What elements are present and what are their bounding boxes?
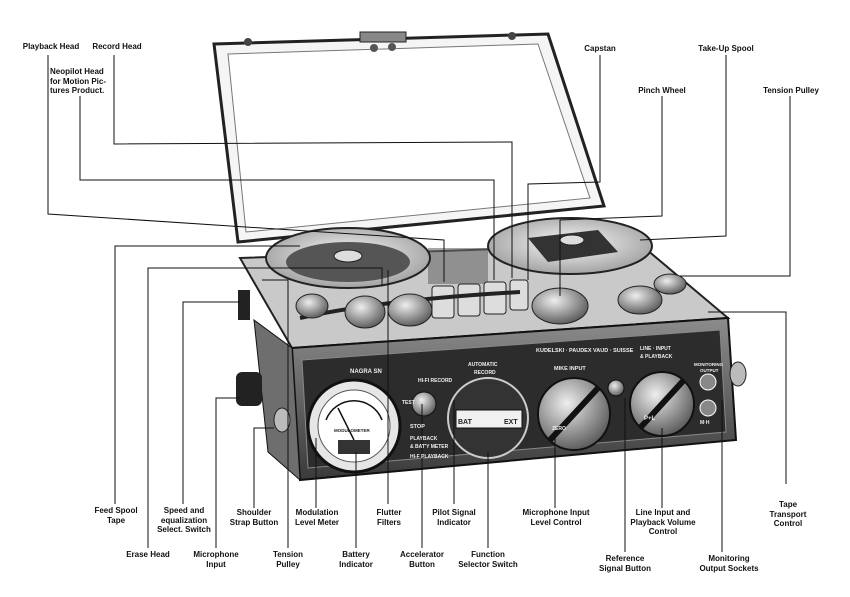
label-mic-level-control: Microphone Input Level Control — [522, 508, 590, 527]
label-erase-head: Erase Head — [126, 550, 170, 559]
panel-automatic-record: AUTOMATIC — [468, 362, 498, 368]
label-line-input-volume: Line Input and Playback Volume Control — [630, 508, 696, 536]
panel-bat-meter: & BAT'Y METER — [410, 444, 449, 450]
label-take-up-spool: Take-Up Spool — [698, 44, 754, 53]
head-block — [431, 279, 529, 319]
panel-hifi-record: HI-FI RECORD — [418, 378, 453, 384]
panel-line-input: LINE · INPUT — [640, 346, 671, 352]
label-pilot-signal: Pilot Signal Indicator — [432, 508, 476, 527]
label-capstan: Capstan — [584, 44, 616, 53]
label-shoulder-strap: Shoulder Strap Button — [229, 508, 279, 527]
panel-pl: P+L — [644, 416, 656, 422]
label-playback-head: Playback Head — [22, 42, 80, 51]
leader-lines — [47, 55, 791, 552]
lid — [212, 31, 607, 244]
capstan-pinch — [295, 273, 687, 329]
panel-bat: BAT — [458, 419, 473, 426]
panel-hifi-playback: HI-F PLAYBACK — [410, 454, 449, 460]
panel-output: OUTPUT — [700, 368, 719, 373]
label-accelerator-button: Accelerator Button — [399, 550, 445, 569]
line-knob — [629, 371, 695, 437]
label-record-head: Record Head — [92, 42, 142, 51]
panel-brand: NAGRA SN — [350, 369, 382, 375]
label-microphone-input: Microphone Input — [193, 550, 239, 569]
label-tape-transport: Tape Transport Control — [769, 500, 807, 528]
feed-reel — [265, 227, 431, 289]
panel-mike-input: MIKE INPUT — [554, 366, 586, 372]
label-function-selector: Function Selector Switch — [458, 550, 518, 569]
panel-monitoring: MONITORING — [694, 362, 724, 367]
panel-stop: STOP — [410, 424, 425, 430]
panel-automatic-record-2: RECORD — [474, 370, 496, 376]
label-tension-pulley-right: Tension Pulley — [763, 86, 819, 95]
panel-modulometer: MODULOMETER — [334, 428, 370, 433]
label-monitoring-output: Monitoring Output Sockets — [699, 554, 759, 573]
modulation-meter — [306, 378, 402, 474]
panel-mh: M·H — [700, 420, 710, 426]
label-battery-indicator: Battery Indicator — [339, 550, 373, 569]
panel-texts: NAGRA SN KUDELSKI · PAUDEX VAUD · SUISSE… — [334, 346, 724, 460]
label-speed-switch: Speed and equalization Select. Switch — [157, 506, 211, 534]
label-flutter-filters: Flutter Filters — [376, 508, 402, 527]
label-reference-signal: Reference Signal Button — [599, 554, 651, 573]
panel-test: TEST — [402, 400, 415, 406]
panel-playback-meter: PLAYBACK — [410, 436, 438, 442]
panel-playback: & PLAYBACK — [640, 354, 673, 360]
function-selector — [411, 377, 529, 459]
take-up-reel — [487, 217, 653, 275]
panel-zero: ZERO — [552, 426, 566, 432]
mic-knob — [537, 377, 625, 451]
panel-ext: EXT — [504, 419, 518, 426]
panel-maker: KUDELSKI · PAUDEX VAUD · SUISSE — [536, 348, 634, 354]
label-neopilot-head: Neopilot Head for Motion Pic- tures Prod… — [50, 67, 106, 95]
label-feed-spool: Feed Spool Tape — [94, 506, 138, 525]
label-pinch-wheel: Pinch Wheel — [638, 86, 686, 95]
monitoring-sockets — [699, 373, 717, 417]
label-tension-pulley-left: Tension Pulley — [272, 550, 304, 569]
label-modulation-meter: Modulation Level Meter — [294, 508, 340, 527]
